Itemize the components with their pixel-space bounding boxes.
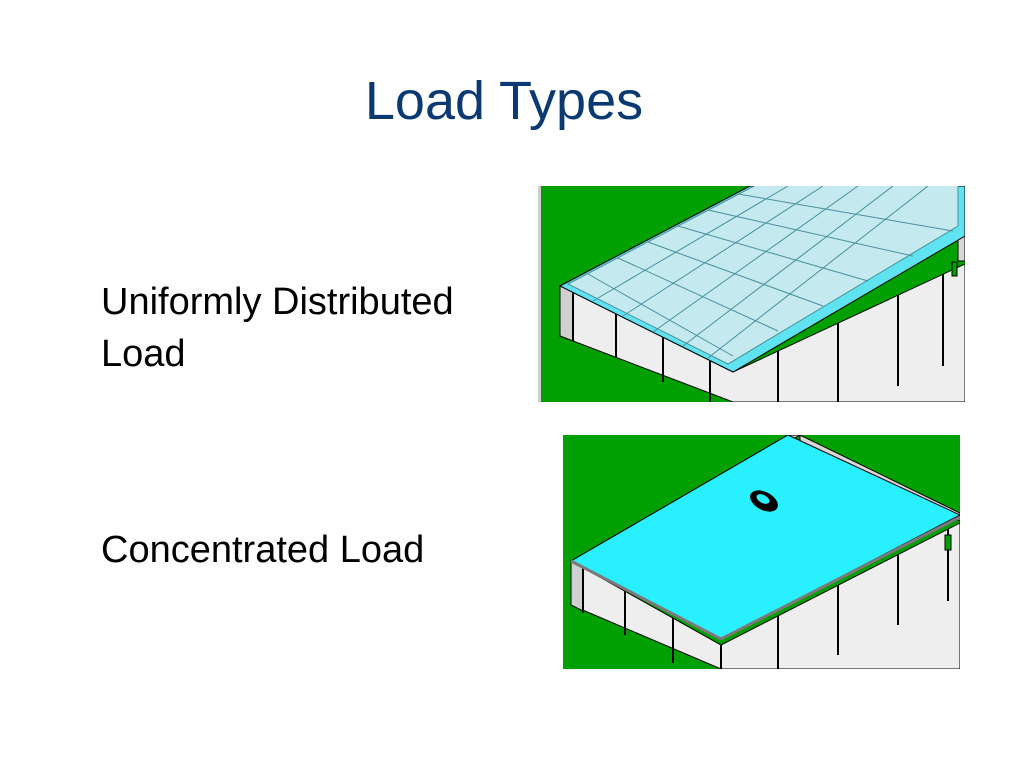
- door-icon: [951, 261, 958, 277]
- figure-left-border: [538, 186, 541, 402]
- uniformly-distributed-load-figure: [538, 186, 965, 402]
- distributed-load-blocks: [566, 186, 959, 365]
- end-wall: [570, 560, 584, 612]
- columns: [572, 274, 944, 402]
- end-wall: [559, 285, 574, 342]
- load-block-grid: [587, 186, 954, 359]
- car-icon: [750, 490, 778, 512]
- concentrated-load-figure: [563, 435, 960, 669]
- label-uniformly-distributed-load: Uniformly Distributed Load: [101, 281, 454, 375]
- label-concentrated-load: Concentrated Load: [101, 529, 425, 571]
- page-title: Load Types: [364, 71, 644, 131]
- roof-edge: [570, 559, 722, 641]
- roof-edge: [720, 515, 960, 641]
- columns: [582, 529, 949, 669]
- door-icon: [944, 534, 952, 551]
